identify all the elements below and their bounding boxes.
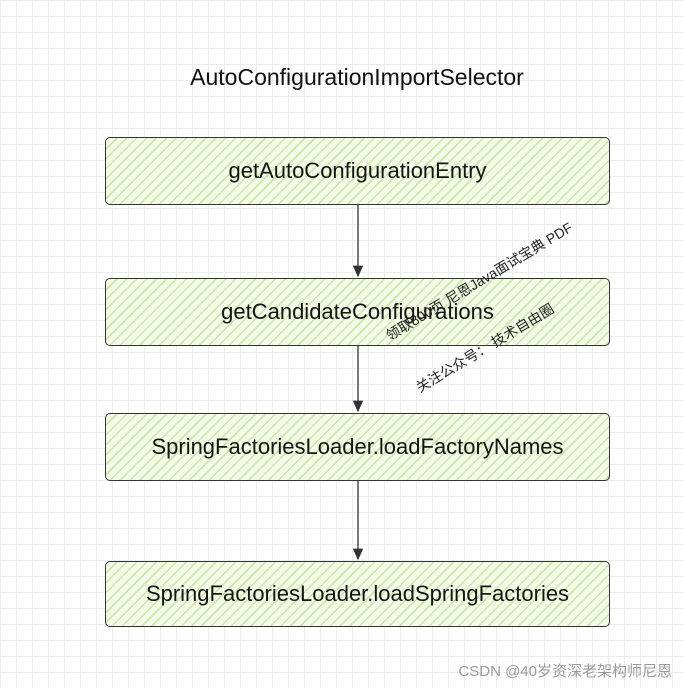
diagram-title: AutoConfigurationImportSelector bbox=[190, 64, 524, 90]
node-label: getCandidateConfigurations bbox=[221, 299, 494, 324]
node-label: SpringFactoriesLoader.loadSpringFactorie… bbox=[145, 581, 570, 606]
node-get-auto-configuration-entry: getAutoConfigurationEntry bbox=[105, 137, 610, 205]
node-get-candidate-configurations: getCandidateConfigurations bbox=[105, 278, 610, 346]
node-label: getAutoConfigurationEntry bbox=[228, 158, 487, 183]
node-label: SpringFactoriesLoader.loadFactoryNames bbox=[151, 434, 564, 459]
node-load-factory-names: SpringFactoriesLoader.loadFactoryNames bbox=[105, 413, 610, 481]
node-load-spring-factories: SpringFactoriesLoader.loadSpringFactorie… bbox=[105, 561, 610, 627]
footer-credit: CSDN @40岁资深老架构师尼恩 bbox=[458, 663, 672, 680]
